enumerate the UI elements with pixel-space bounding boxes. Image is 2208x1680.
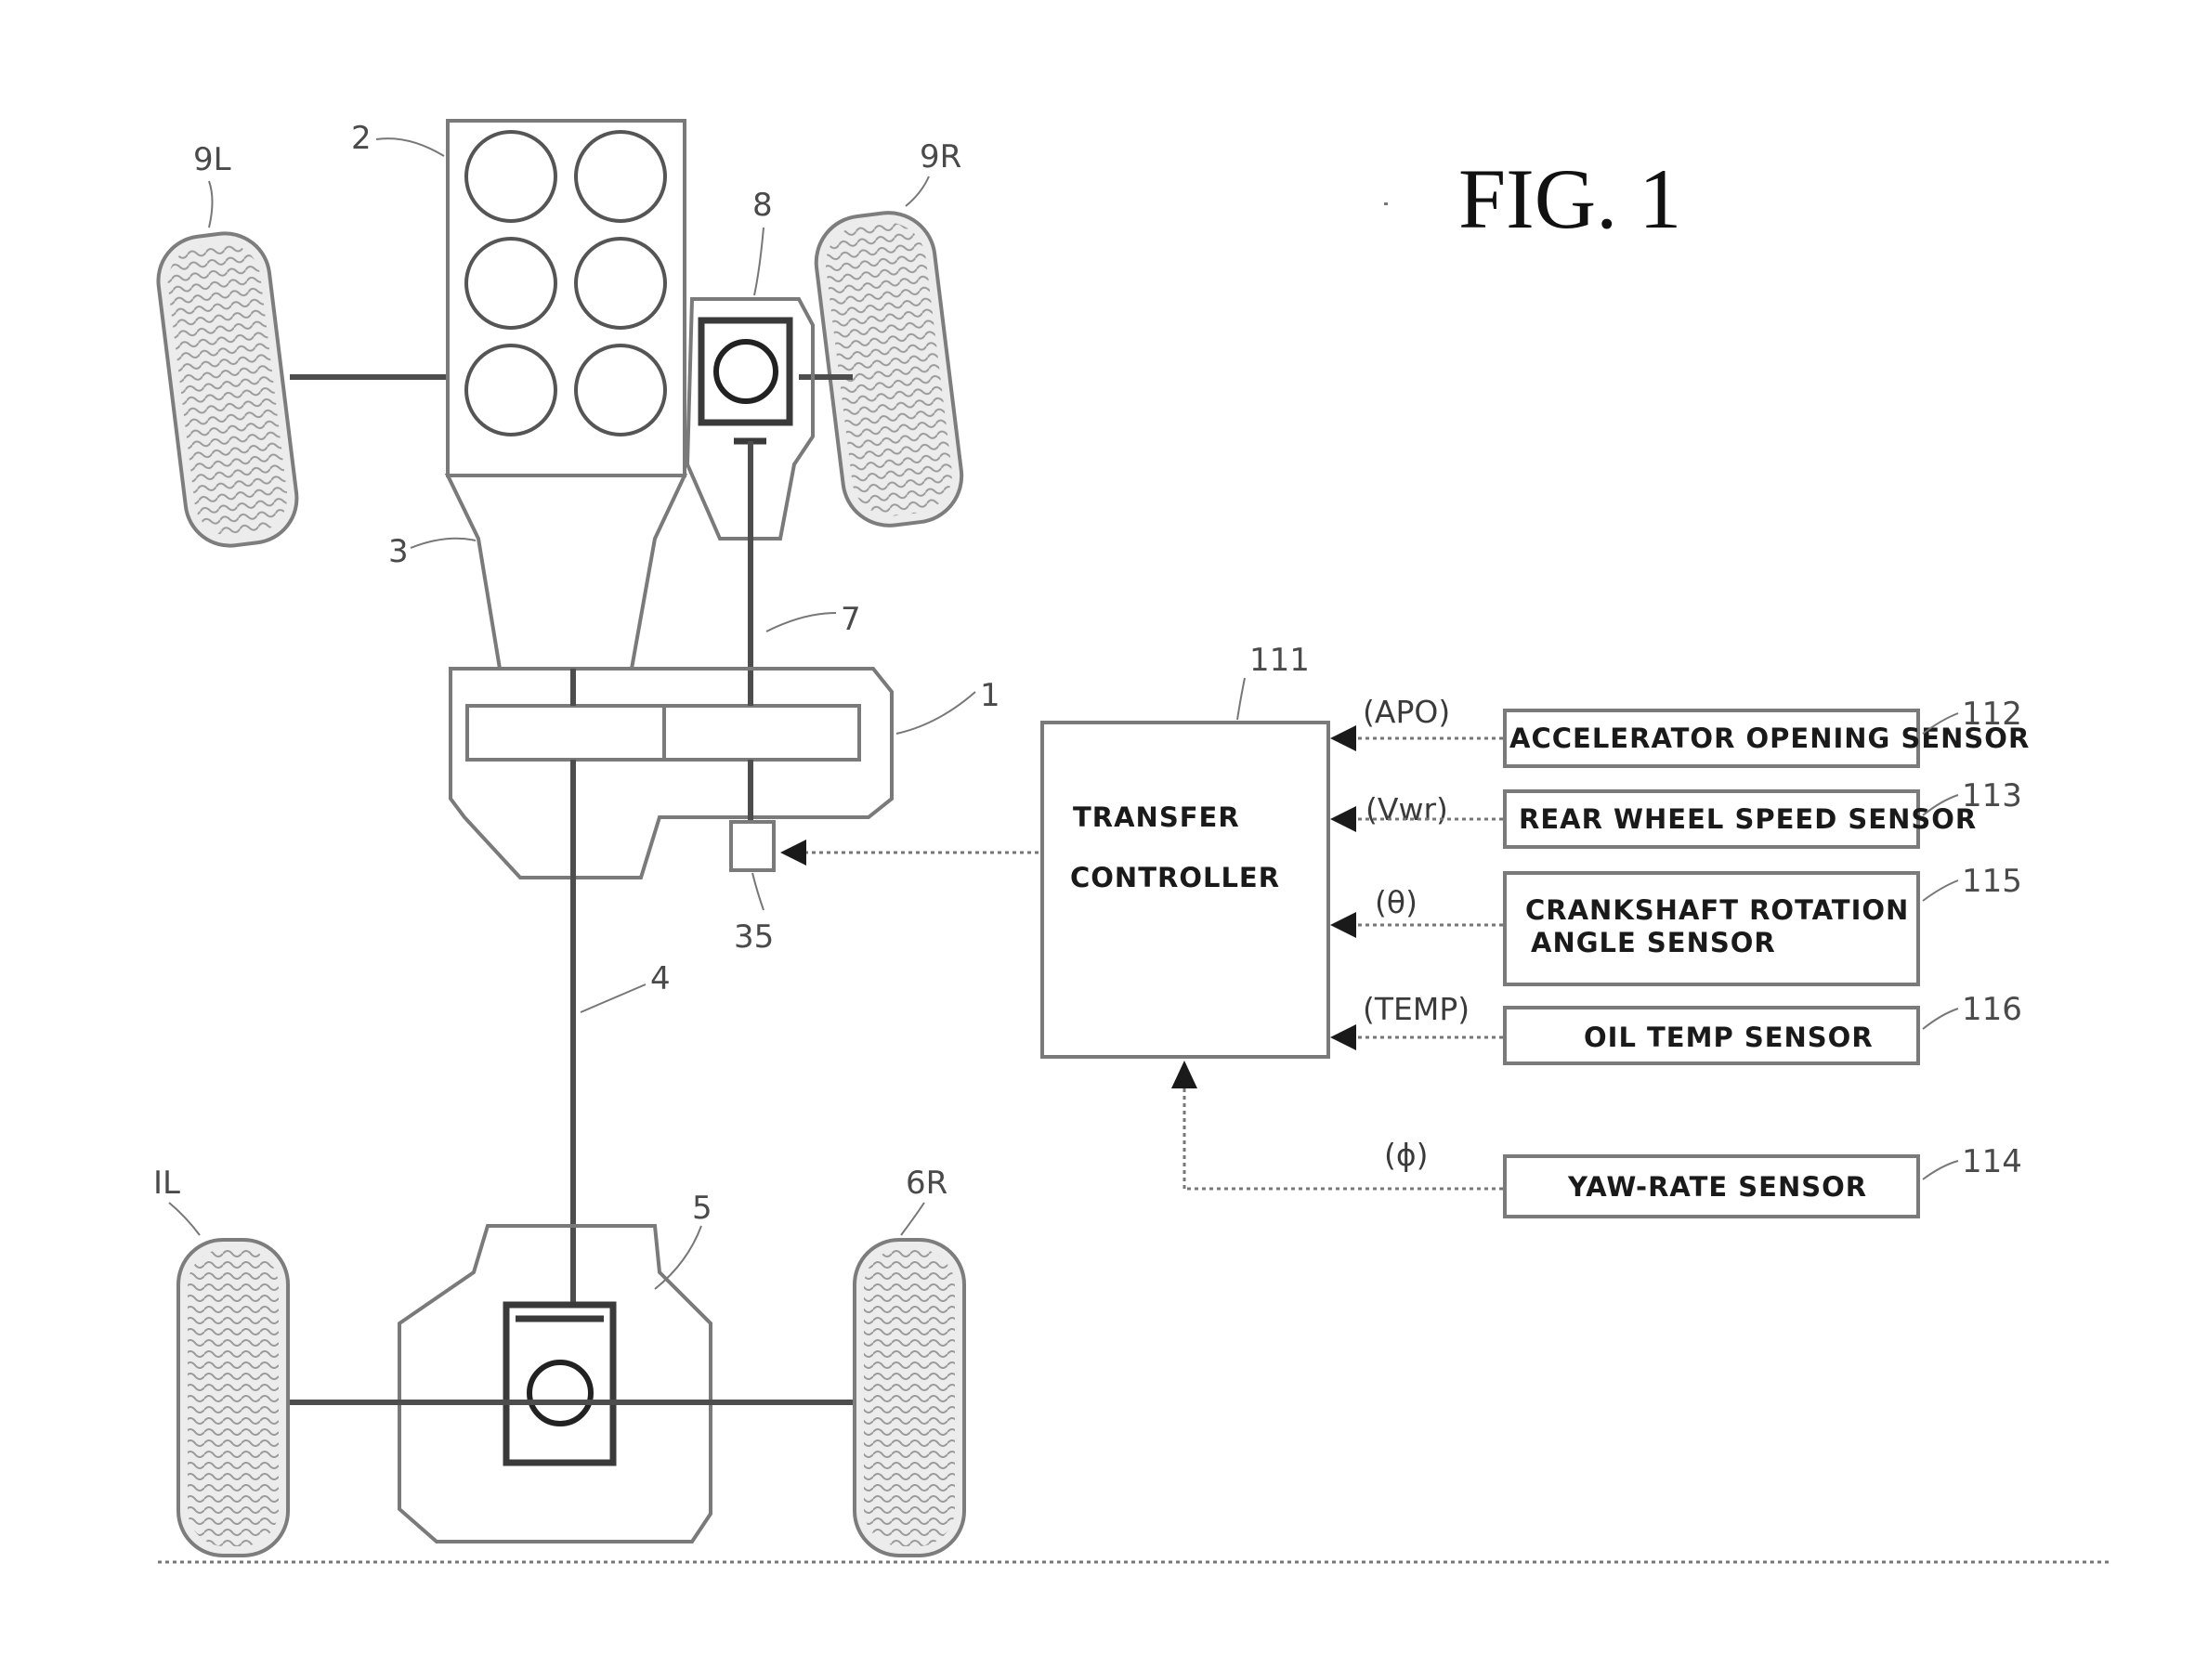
ref-rear-propeller-shaft: 4	[650, 960, 671, 997]
accel-sensor-label: ACCELERATOR OPENING SENSOR	[1509, 723, 2030, 754]
signal-phi: (ϕ)	[1384, 1137, 1429, 1173]
leader-4	[581, 984, 646, 1012]
ref-crank-sensor: 115	[1962, 863, 2022, 900]
leader-engine	[376, 138, 444, 156]
leader-116	[1923, 1009, 1958, 1029]
leader-111	[1237, 678, 1245, 720]
ref-rear-left-wheel: IL	[153, 1165, 180, 1202]
ref-rear-differential: 5	[692, 1190, 712, 1227]
leader-9l	[209, 181, 213, 228]
arrow-apo	[1330, 725, 1356, 751]
arrow-to-actuator	[780, 840, 806, 866]
ref-transfer: 1	[980, 677, 1000, 714]
oil-temp-sensor: OIL TEMP SENSOR	[1505, 1008, 1918, 1063]
leader-115	[1923, 880, 1958, 901]
front-right-wheel	[811, 207, 967, 530]
rear-differential	[399, 1226, 711, 1542]
leader-il	[169, 1203, 200, 1235]
oil-temp-sensor-label: OIL TEMP SENSOR	[1584, 1022, 1874, 1053]
controller-label-line1: TRANSFER	[1073, 801, 1240, 833]
ref-front-left-wheel: 9L	[193, 141, 231, 178]
transmission	[448, 475, 685, 669]
ref-accel-sensor: 112	[1962, 696, 2022, 733]
ref-front-propeller-shaft: 7	[841, 601, 861, 638]
ref-rear-speed-sensor: 113	[1962, 777, 2022, 814]
leader-114	[1923, 1161, 1958, 1179]
yaw-rate-sensor-label: YAW-RATE SENSOR	[1567, 1171, 1867, 1203]
arrow-theta	[1330, 912, 1356, 938]
yaw-rate-sensor: YAW-RATE SENSOR	[1505, 1156, 1918, 1217]
front-left-wheel	[153, 228, 302, 551]
accelerator-opening-sensor: ACCELERATOR OPENING SENSOR	[1505, 710, 2030, 766]
rear-right-wheel	[855, 1240, 964, 1556]
engine-block	[448, 121, 685, 475]
front-differential	[687, 299, 813, 692]
figure-title: FIG. 1	[1458, 151, 1681, 246]
ref-actuator: 35	[734, 918, 774, 956]
ref-front-differential: 8	[752, 187, 773, 224]
rear-left-wheel	[178, 1240, 288, 1556]
ref-rear-right-wheel: 6R	[906, 1165, 947, 1202]
signal-temp: (TEMP)	[1363, 991, 1470, 1027]
stray-mark	[1384, 202, 1388, 205]
rear-wheel-speed-sensor: REAR WHEEL SPEED SENSOR	[1505, 791, 1977, 847]
leader-1	[896, 692, 975, 734]
arrow-phi	[1171, 1061, 1197, 1088]
controller-label-line2: CONTROLLER	[1070, 862, 1280, 893]
arrow-temp	[1330, 1024, 1356, 1050]
leader-5	[655, 1226, 701, 1289]
crankshaft-rotation-angle-sensor: CRANKSHAFT ROTATION ANGLE SENSOR	[1505, 873, 1918, 984]
rear-speed-sensor-label: REAR WHEEL SPEED SENSOR	[1519, 803, 1977, 835]
ref-front-right-wheel: 9R	[920, 138, 961, 176]
leader-6r	[901, 1203, 924, 1235]
transfer-actuator	[731, 822, 774, 870]
leader-7	[766, 613, 836, 632]
crank-sensor-label-line1: CRANKSHAFT ROTATION	[1525, 894, 1909, 926]
leader-3	[411, 539, 476, 548]
ref-controller: 111	[1249, 642, 1310, 679]
signal-theta: (θ)	[1375, 884, 1418, 920]
leader-9r	[906, 176, 929, 206]
ref-transmission: 3	[388, 533, 409, 570]
arrow-vwr	[1330, 806, 1356, 832]
ref-yaw-rate-sensor: 114	[1962, 1143, 2022, 1180]
ref-engine: 2	[351, 120, 372, 157]
signal-apo: (APO)	[1363, 694, 1450, 730]
transfer-controller: TRANSFER CONTROLLER	[1042, 723, 1328, 1057]
ref-oil-temp-sensor: 116	[1962, 991, 2022, 1028]
leader-35	[752, 873, 764, 910]
crank-sensor-label-line2: ANGLE SENSOR	[1531, 927, 1776, 958]
signal-vwr: (Vwr)	[1365, 791, 1448, 827]
transfer-case	[451, 669, 892, 878]
leader-8	[754, 228, 764, 295]
